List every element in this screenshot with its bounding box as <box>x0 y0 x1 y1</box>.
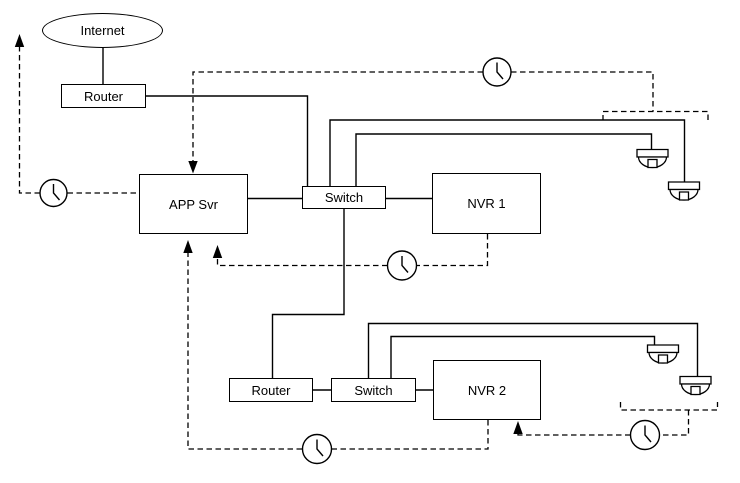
link-switch-camera1 <box>356 134 652 186</box>
dome-camera-icon <box>680 377 711 395</box>
node-nvr1: NVR 1 <box>432 173 541 234</box>
arrow-up-appsvr-nvr1 <box>212 245 223 258</box>
link-switch2-camera4 <box>369 324 698 379</box>
clock-icon <box>303 435 332 464</box>
camera-icons <box>637 150 711 395</box>
link-router-switch <box>146 96 308 186</box>
sync-nvr2-clock5 <box>332 420 488 449</box>
node-router-top: Router <box>61 84 146 108</box>
node-nvr2: NVR 2 <box>433 360 541 420</box>
arrow-up-external <box>14 34 25 47</box>
dome-camera-icon <box>648 345 679 363</box>
dome-camera-icon <box>669 182 700 200</box>
sync-clock4-nvr2 <box>518 430 631 435</box>
dashed-sync-links <box>20 46 718 449</box>
sync-bracket-clock4 <box>660 410 689 435</box>
sync-clock5-appsvr <box>188 246 302 449</box>
link-switch-camera2 <box>330 120 685 186</box>
sync-clock2-appsvr-top <box>193 72 483 161</box>
node-internet: Internet <box>42 13 163 48</box>
clock-icon <box>40 180 67 207</box>
node-router-bottom: Router <box>229 378 313 402</box>
node-switch-bottom: Switch <box>331 378 416 402</box>
sync-clock2-camera-bracket <box>511 72 653 112</box>
sync-external-clock1 <box>20 46 41 193</box>
arrow-up-appsvr-nvr2 <box>183 240 193 253</box>
node-app-svr: APP Svr <box>139 174 248 234</box>
clock-icon <box>631 421 660 450</box>
camera-bracket-bottom <box>621 402 718 410</box>
link-switch2-camera3 <box>391 337 655 379</box>
clock-icon <box>483 58 511 86</box>
link-switch-router2 <box>273 209 345 378</box>
arrow-down-appsvr-top <box>188 161 198 174</box>
arrow-up-nvr2-bottom <box>513 421 523 434</box>
node-switch-top: Switch <box>302 186 386 209</box>
dome-camera-icon <box>637 150 668 168</box>
arrowheads <box>14 34 523 434</box>
camera-bracket-top <box>603 112 708 123</box>
solid-links <box>103 48 698 390</box>
clock-icon <box>388 251 417 280</box>
sync-clock3-appsvr <box>218 252 388 266</box>
clock-icons <box>40 58 660 464</box>
sync-nvr1-clock3 <box>417 234 488 266</box>
